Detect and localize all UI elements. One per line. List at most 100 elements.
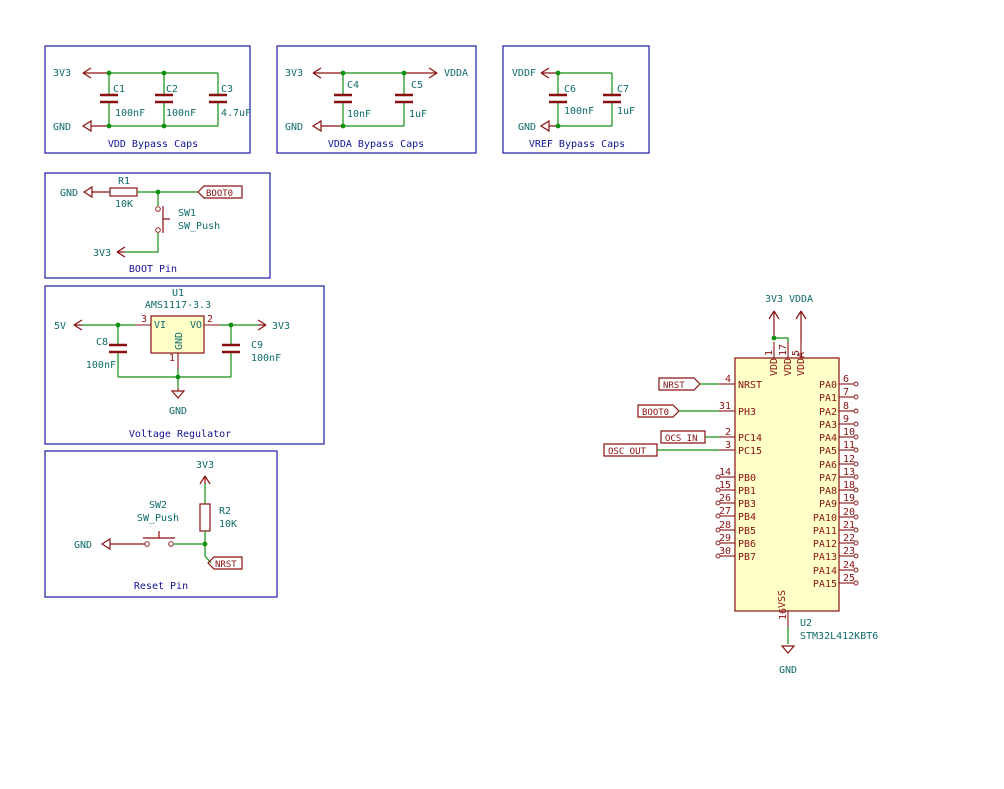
capacitor-c2: C2 100nF: [155, 70, 196, 129]
u2-vdd-wire: [774, 337, 789, 342]
vdd-net-gnd: GND: [53, 122, 71, 133]
u2-left-pins: NRST4PH331PC142PC153PB014PB115PB326PB427…: [715, 374, 762, 563]
capacitor-c7: C7 1uF: [603, 73, 635, 126]
switch-sw2: SW2 SW_Push: [137, 500, 205, 547]
reset-nrst-wire: [204, 531, 212, 564]
u2-net-3v3: 3V3: [765, 294, 783, 305]
u2-right-pin-name: PA12: [813, 539, 837, 550]
u2-body: [734, 357, 840, 612]
boot-3v3-wire: [125, 233, 159, 253]
u2-left-pin-num: 26: [719, 493, 731, 504]
u2-left-pin-name: PC14: [738, 433, 762, 444]
c9-ref: C9: [251, 340, 263, 351]
u2-top-pin-name: VDD: [769, 358, 780, 376]
reg-net-3v3: 3V3: [272, 321, 290, 332]
u2-left-pin-num: 29: [719, 533, 731, 544]
boot-frame: [44, 172, 271, 279]
c3-value: 4.7uF: [221, 108, 251, 119]
u2-left-pin-num: 14: [719, 467, 731, 478]
u2-left-pin-num: 2: [725, 427, 731, 438]
vdda-rails: [343, 72, 404, 127]
vdda-net-gnd: GND: [285, 122, 303, 133]
u2-top-pin-name: VDDA: [796, 352, 807, 376]
c3-ref: C3: [221, 84, 233, 95]
u2-right-pin-num: 9: [843, 414, 849, 425]
u2-right-pin-name: PA4: [819, 433, 837, 444]
reg-gnd-wire: [118, 369, 231, 388]
reset-net-gnd: GND: [74, 540, 92, 551]
u2-label-osc-out: OSC_OUT: [603, 443, 719, 457]
vref-gnd-arrow: [539, 119, 558, 133]
u2-label-text: OSC_OUT: [608, 447, 647, 457]
vdd-bypass-block: 3V3 GND C1 100nF C2 100nF C3 4.7uF VDD B…: [44, 45, 251, 154]
u2-label-nrst: NRST: [658, 377, 719, 391]
u2-left-pin-num: 15: [719, 480, 731, 491]
regulator-block: U1 AMS1117-3.3 VI VO GND 3 2 1 5V 3V3 C8…: [44, 285, 325, 445]
vref-rails: [558, 72, 612, 127]
boot-3v3-arrow: [116, 246, 126, 258]
u2-left-pin-name: PB5: [738, 526, 756, 537]
boot-gnd-arrow: [82, 185, 110, 199]
u2-right-pin-num: 18: [843, 480, 855, 491]
u2-right-pin-num: 13: [843, 467, 855, 478]
sw1-value: SW_Push: [178, 221, 220, 232]
u2-left-pin-num: 30: [719, 546, 731, 557]
boot-net-gnd: GND: [60, 188, 78, 199]
reg-5v-arrow: [73, 319, 83, 331]
capacitor-c3: C3 4.7uF: [209, 73, 251, 126]
vdd-3v3-arrow: [82, 67, 109, 79]
sw2-value: SW_Push: [137, 513, 179, 524]
u2-pin-pb1: PB1 15: [715, 480, 756, 497]
capacitor-c6: C6 100nF: [549, 70, 594, 129]
boot-title: BOOT Pin: [129, 264, 177, 275]
u2-right-pin-name: PA6: [819, 460, 837, 471]
u2-left-pin-name: PB1: [738, 486, 756, 497]
u2-left-pin-name: PC15: [738, 446, 762, 457]
c8-value: 100nF: [86, 360, 116, 371]
vdda-bypass-title: VDDA Bypass Caps: [328, 139, 424, 150]
u2-3v3-arrow: [768, 310, 780, 338]
u2-left-pin-name: NRST: [738, 380, 762, 391]
reg-3v3-arrow: [257, 319, 267, 331]
c2-value: 100nF: [166, 108, 196, 119]
r2-value: 10K: [219, 519, 237, 530]
u2-label-boot0: BOOT0: [637, 404, 719, 418]
capacitor-c9: C9 100nF: [222, 325, 281, 377]
reg-net-5v: 5V: [54, 321, 66, 332]
u2-top-pin-num: 17: [778, 344, 789, 356]
u2-top-pin-name: VDD: [783, 358, 794, 376]
u2-right-pin-num: 20: [843, 507, 855, 518]
c1-value: 100nF: [115, 108, 145, 119]
u2-right-pin-num: 10: [843, 427, 855, 438]
c1-ref: C1: [113, 84, 125, 95]
c5-value: 1uF: [409, 109, 427, 120]
u2-right-pin-num: 24: [843, 560, 855, 571]
u2-right-pin-name: PA0: [819, 380, 837, 391]
u2-label-text: OCS_IN: [665, 434, 698, 444]
vdda-3v3-arrow: [312, 67, 343, 79]
boot0-label: BOOT0: [206, 189, 233, 199]
vdda-bypass-frame: [276, 45, 477, 154]
u2-right-pin-name: PA1: [819, 393, 837, 404]
u2-pin-pa4: PA4 10: [819, 427, 859, 444]
r2-ref: R2: [219, 506, 231, 517]
u2-ref: U2: [800, 618, 812, 629]
u2-top-pin-num: 5: [791, 350, 802, 356]
reg-net-gnd: GND: [169, 406, 187, 417]
